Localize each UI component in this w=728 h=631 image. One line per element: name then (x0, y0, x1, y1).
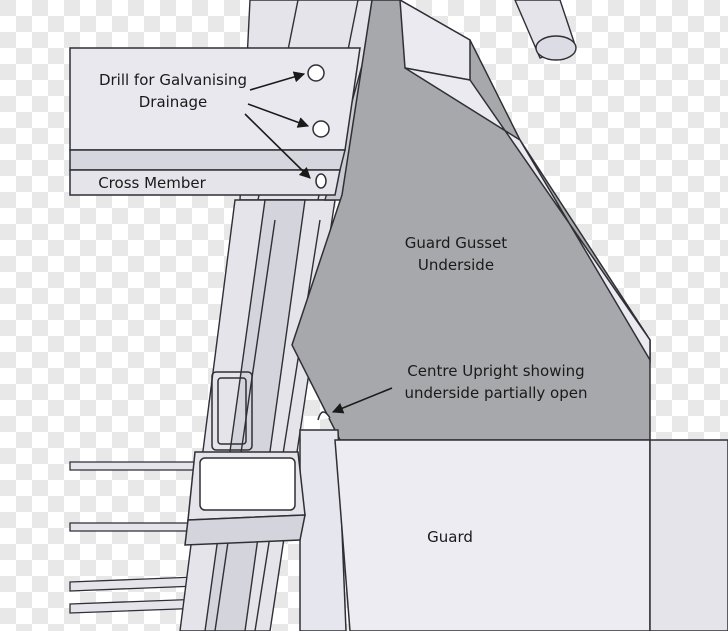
arrow-drill-3 (244, 113, 311, 179)
guard-gusset (291, 0, 651, 441)
square-tube-brackets (184, 371, 306, 546)
drain-hole-3 (315, 173, 327, 189)
leader-lines (244, 71, 393, 414)
label-upright-line1: Centre Upright showing (407, 362, 584, 380)
drain-hole-1 (307, 64, 325, 82)
label-drill-line2: Drainage (139, 93, 208, 111)
arrow-drill-2 (247, 103, 310, 128)
cross-member (69, 47, 361, 196)
arrow-upright (331, 387, 393, 414)
label-cross-member: Cross Member (98, 174, 206, 192)
guard-panel (334, 439, 728, 631)
label-upright-line2: underside partially open (405, 384, 588, 402)
arrow-drill-1 (249, 71, 306, 91)
label-drill-line1: Drill for Galvanising (99, 71, 247, 89)
top-tube (514, 0, 577, 61)
label-gusset-line1: Guard Gusset (405, 234, 508, 252)
drain-hole-2 (312, 120, 330, 138)
centre-upright (299, 411, 347, 631)
label-gusset-line2: Underside (418, 256, 494, 274)
label-guard: Guard (427, 528, 473, 546)
